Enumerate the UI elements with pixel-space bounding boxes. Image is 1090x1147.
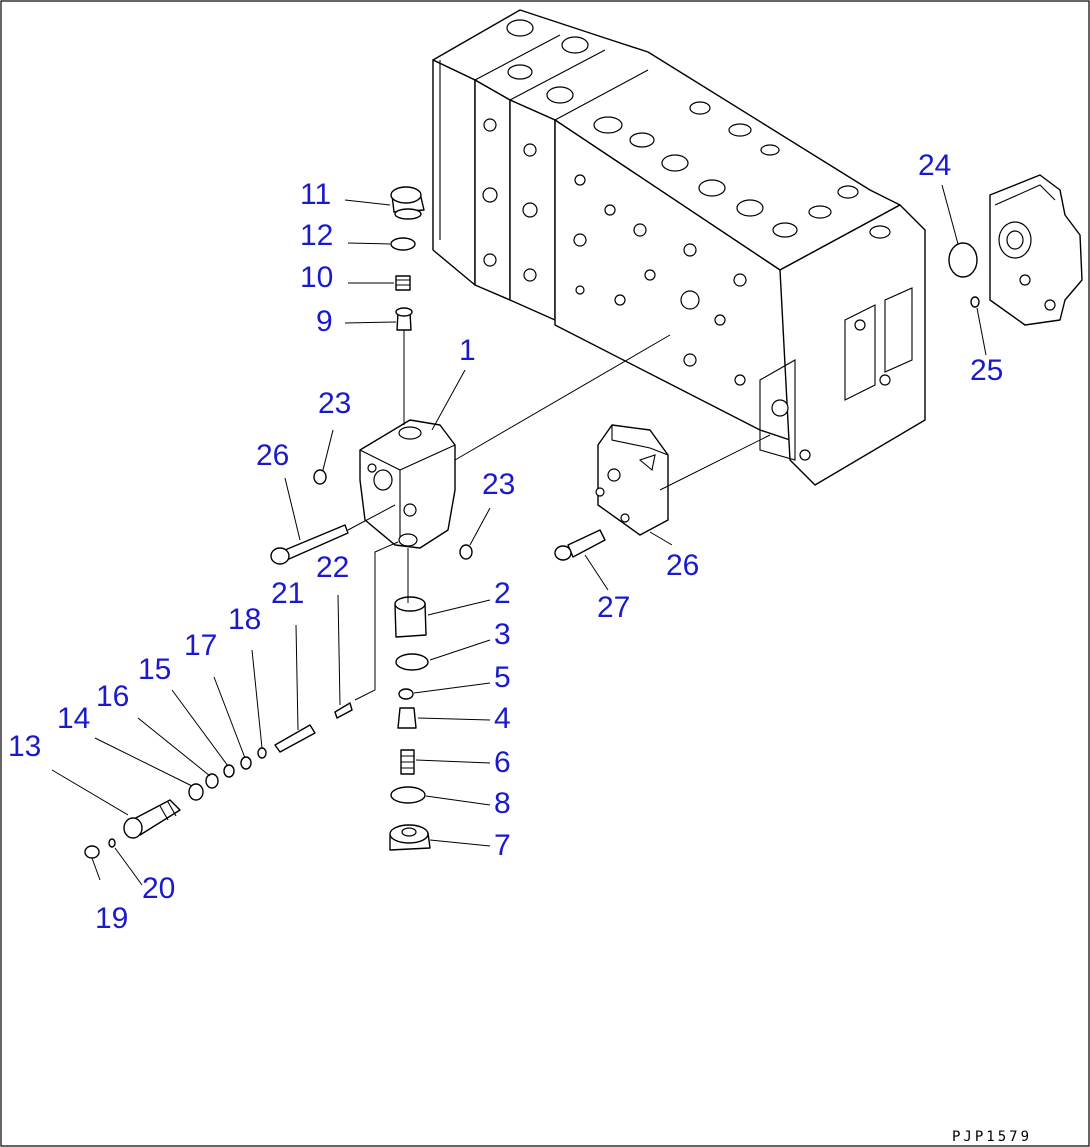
callout-20: 20 [142, 872, 175, 905]
spring-21 [274, 724, 316, 753]
callout-26: 26 [256, 439, 289, 472]
callout-9: 9 [316, 305, 333, 338]
callout-5: 5 [494, 661, 511, 694]
callout-12: 12 [300, 219, 333, 252]
callout-16: 16 [96, 680, 129, 713]
callout-10: 10 [300, 261, 333, 294]
o-ring-8 [390, 786, 426, 804]
callout-8: 8 [494, 787, 511, 820]
callout-23-lower: 23 [482, 468, 515, 501]
callout-22: 22 [316, 551, 349, 584]
callout-19: 19 [95, 902, 128, 935]
callout-25: 25 [970, 354, 1003, 387]
spring-22 [334, 702, 353, 719]
ring-5 [398, 688, 414, 700]
callout-2: 2 [494, 577, 511, 610]
callout-3: 3 [494, 618, 511, 651]
callout-11: 11 [300, 178, 331, 211]
bolt-28 [554, 529, 606, 561]
callout-21: 21 [271, 577, 304, 610]
ring-18 [257, 747, 267, 759]
callout-14: 14 [57, 702, 90, 735]
callout-23-upper: 23 [318, 387, 351, 420]
poppet-9 [395, 307, 413, 331]
o-ring-20 [108, 838, 116, 848]
o-ring-12 [390, 237, 416, 251]
o-ring-17 [240, 756, 252, 770]
bolt-26 [270, 524, 349, 565]
callout-13: 13 [8, 730, 41, 763]
gasket-24 [948, 242, 978, 278]
callout-1: 1 [459, 334, 476, 367]
relief-valve-housing-1 [359, 419, 456, 549]
ring-3 [395, 653, 429, 671]
callout-24: 24 [918, 149, 951, 182]
valve-block-27 [595, 424, 669, 536]
centerline-block-to-body [659, 434, 771, 491]
callout-labels: 11 12 10 9 1 23 26 23 22 21 18 17 15 16 … [8, 149, 1003, 935]
plug-23-lower [459, 544, 473, 560]
callout-27: 26 [666, 549, 699, 582]
callout-4: 4 [494, 702, 511, 735]
drawing-code: PJP1579 [952, 1129, 1032, 1145]
centerline-bolt [347, 504, 396, 531]
callout-28: 27 [597, 591, 630, 624]
o-ring-14 [188, 783, 204, 801]
leader-lines [51, 184, 987, 886]
cylinder-2 [394, 596, 427, 638]
plug-7 [389, 824, 431, 851]
callout-18: 18 [228, 603, 261, 636]
callout-15: 15 [138, 653, 171, 686]
spring-10 [395, 275, 411, 291]
o-ring-15 [223, 764, 235, 778]
callout-7: 7 [494, 829, 511, 862]
end-cover-assembly [989, 174, 1083, 326]
callout-17: 17 [184, 629, 217, 662]
plug-11 [390, 186, 425, 220]
main-control-valve-body [432, 9, 926, 486]
plug-19 [84, 845, 100, 859]
o-ring-25 [970, 296, 980, 308]
centerline-housing-to-body [454, 334, 671, 461]
callout-6: 6 [494, 746, 511, 779]
relief-valve-13 [123, 799, 181, 839]
ring-16 [205, 773, 219, 789]
plug-23-upper [313, 469, 327, 485]
centerline-relief [354, 541, 399, 701]
valve-4 [397, 707, 417, 729]
